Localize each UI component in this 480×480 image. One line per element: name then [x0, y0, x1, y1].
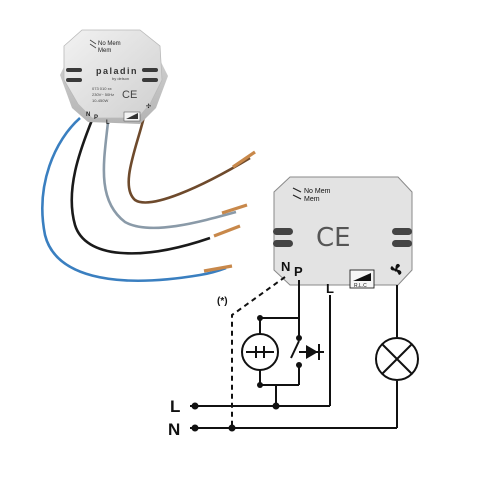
diagram-diode-icon — [290, 335, 320, 368]
diagram-switch-label-1: No Mem — [304, 188, 331, 195]
diagram-slot-right-2 — [392, 240, 412, 247]
diagram-slot-left-1 — [273, 228, 293, 235]
supply-l-label: L — [170, 397, 180, 416]
module-slot-right-1 — [142, 68, 158, 72]
module-brand: paladin — [96, 66, 138, 76]
module-rating: 230V~ 50Hz — [92, 92, 114, 97]
diagram-term-p: P — [294, 264, 303, 279]
module-switch-icon — [89, 39, 97, 49]
junction-n-2 — [228, 424, 236, 432]
module-body — [63, 29, 163, 119]
diagram-rlc-label: R.L.C — [354, 283, 367, 289]
module-brand-sub: by delson — [112, 76, 129, 81]
wire-grey — [102, 121, 237, 230]
wire-brown-end — [232, 150, 256, 169]
diagram-term-l: L — [326, 281, 334, 296]
module-slot-left-1 — [66, 68, 82, 72]
diagram-dimmer-ramp-icon — [353, 273, 371, 281]
optional-mark: (*) — [217, 296, 228, 307]
diagram-lamp-icon — [375, 337, 419, 381]
schematic: No Mem Mem CE N P L R.L.C — [168, 176, 419, 439]
diagram-switch-label-2: Mem — [304, 196, 320, 203]
wire-black-end — [213, 224, 241, 238]
diagram-switch-icon — [292, 187, 302, 200]
product-illustration: No Mem Mem paladin by delson 073 010 xx … — [41, 29, 256, 282]
module-model: 073 010 xx — [92, 86, 112, 91]
module-term-p: P — [94, 115, 98, 121]
module-power: 10-450W — [92, 98, 108, 103]
wire-blue — [41, 117, 227, 282]
module-switch-label-2: Mem — [98, 48, 111, 54]
wire-optional-neutral — [231, 276, 286, 428]
module-fan-icon: ✣ — [146, 103, 151, 110]
supply-n-label: N — [168, 420, 180, 439]
module-dimmer-ramp-icon — [126, 113, 138, 119]
wire-black — [70, 119, 211, 255]
module-slot-right-2 — [142, 78, 158, 82]
junction-l-2 — [272, 402, 280, 410]
wire-brown — [127, 107, 251, 204]
wire-blue-end — [203, 264, 233, 273]
diagram-slot-left-2 — [273, 240, 293, 247]
module-ce-mark: CE — [122, 89, 137, 101]
diagram-term-n: N — [281, 259, 290, 274]
module-slot-left-2 — [66, 78, 82, 82]
diagram-fan-icon — [390, 263, 402, 275]
junction-n-1 — [191, 424, 199, 432]
diagram-pushbutton-icon — [241, 315, 279, 388]
module-term-n: N — [86, 112, 90, 118]
diagram-ce-mark: CE — [316, 223, 351, 253]
module-switch-label-1: No Mem — [98, 41, 121, 47]
module-term-l: L — [106, 120, 110, 126]
diagram-slot-right-1 — [392, 228, 412, 235]
wire-grey-end — [221, 203, 248, 215]
junction-l-1 — [191, 402, 199, 410]
